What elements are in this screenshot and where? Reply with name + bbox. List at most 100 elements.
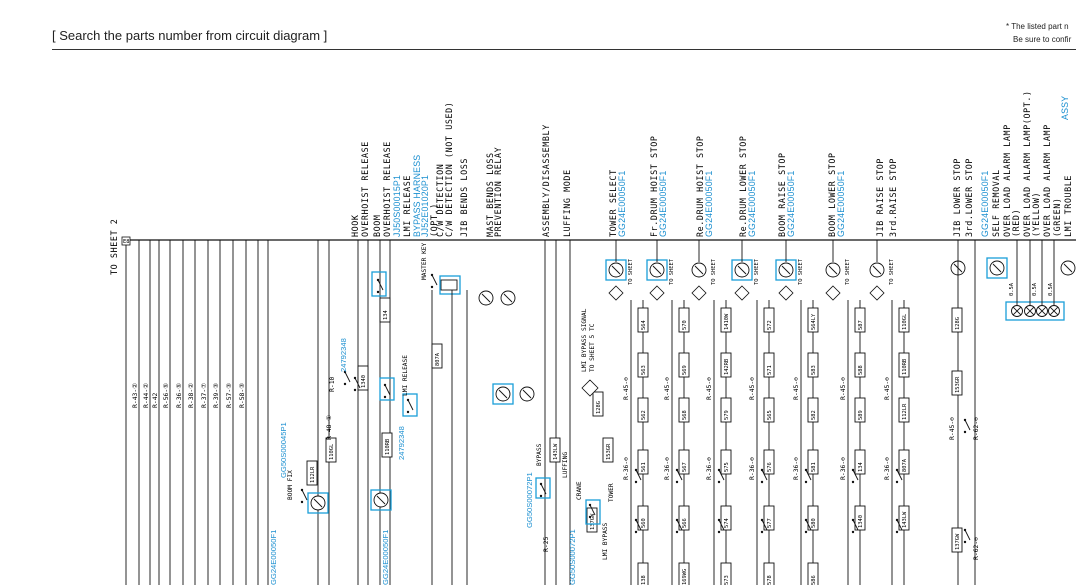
switch-contact — [344, 371, 351, 383]
part-number-blue-1: GG50S00072P1 — [525, 472, 534, 528]
contact-node — [383, 395, 387, 399]
switch-contact — [761, 469, 768, 481]
wire-number: 580 — [811, 518, 817, 528]
column-label: Fr.DRUM HOIST STOP — [649, 135, 659, 237]
wire-number: 110RB — [385, 439, 391, 455]
wire-number: 128G — [596, 401, 602, 414]
wire-number: 807A — [902, 458, 908, 472]
connector-diamond — [825, 285, 841, 301]
contact-node — [634, 530, 638, 534]
wire-number: 587 — [858, 320, 864, 330]
contact-node — [804, 480, 808, 484]
relay-mark — [652, 265, 662, 275]
contact-node — [343, 382, 347, 386]
wire-number-box — [637, 562, 649, 585]
ref-label: R-36-⊖ — [748, 457, 756, 480]
column-label: BOOM — [372, 214, 382, 237]
wire-number-box — [763, 562, 775, 585]
luffing-label: LUFFING — [562, 452, 569, 478]
wire-number-box — [637, 307, 649, 333]
wire-number: 138 — [641, 575, 647, 585]
relay-mark — [1063, 263, 1073, 273]
wire-number: 577 — [767, 518, 773, 528]
relay-mark — [828, 265, 838, 275]
wire-number: 564LY — [811, 313, 817, 330]
contact-node — [353, 376, 357, 380]
bypass-label: BYPASS — [536, 443, 543, 466]
wire-number: 169WG — [682, 569, 688, 585]
highlight-box — [370, 489, 392, 511]
contact-node — [675, 468, 679, 472]
wire-number: 110GL — [329, 444, 335, 460]
wire-number: 143LW — [902, 511, 908, 528]
switch-contact — [852, 519, 859, 531]
column-label: LUFFING MODE — [562, 169, 572, 237]
wire-number: 112LR — [902, 403, 908, 420]
fuse-rating: 0.5A — [1032, 282, 1038, 296]
column-label: OVERHOIST RELEASE — [382, 141, 392, 237]
wire-number-box — [763, 352, 775, 378]
highlight-box — [402, 393, 418, 417]
column-label: GG24E00050F1 — [704, 171, 714, 237]
to-sheet-5tc-label: TO SHEET 5 TC — [589, 323, 596, 372]
wire-number: 568 — [682, 410, 688, 420]
switch-contact — [676, 519, 683, 531]
relay-mark — [522, 389, 532, 399]
note-line-2: Be sure to confir — [1013, 35, 1072, 44]
relay-mark — [503, 293, 513, 303]
wire-number-box — [854, 307, 866, 333]
wire-number: 807A — [435, 352, 441, 366]
wire-number: 569 — [682, 365, 688, 375]
wire-number-box — [807, 352, 819, 378]
wire-number: 566 — [682, 518, 688, 528]
connector-diamond — [608, 285, 624, 301]
wire-number-box — [720, 449, 732, 475]
column-label: LMI RELEASE — [402, 175, 412, 237]
column-label: C/W DETECTION (NOT USED) — [444, 102, 454, 237]
column-label: 3rd.RAISE STOP — [888, 158, 898, 237]
contact-node — [851, 468, 855, 472]
column-label: BOOM LOWER STOP — [827, 152, 837, 237]
column-label: GG24E00050F1 — [617, 171, 627, 237]
switch-contact — [431, 274, 438, 286]
ref-label: R-45-⊖ — [622, 377, 630, 400]
contact-node — [760, 480, 764, 484]
column-label: GG24E00050F1 — [980, 171, 990, 237]
contact-node — [804, 468, 808, 472]
fuse-rating: 0.5A — [1048, 282, 1054, 296]
wire-number: 134 — [383, 310, 389, 320]
highlight-box — [371, 271, 387, 297]
wire-number: 561 — [641, 462, 647, 472]
wire-number: 576 — [767, 462, 773, 472]
ref-label: R-36-⊖ — [663, 457, 671, 480]
wire-number-box — [854, 449, 866, 475]
wire-number-box — [898, 352, 910, 378]
wire-number-box — [898, 505, 910, 531]
column-label: GG24E00050F1 — [658, 171, 668, 237]
switch-contact — [635, 519, 642, 531]
contact-node — [851, 518, 855, 522]
crane-label: CRANE — [576, 481, 583, 500]
contact-node — [675, 530, 679, 534]
switch-contact — [540, 483, 547, 495]
column-label: ASSEMBLY/DISASSEMBLY — [541, 124, 551, 237]
wire-number: 572 — [767, 320, 773, 330]
wire-number: 1340 — [361, 375, 367, 388]
wire-number: 110GL — [902, 314, 908, 330]
column-label: GG24E00050F1 — [747, 171, 757, 237]
contact-node — [963, 418, 967, 422]
master-key-label: MASTER KEY — [421, 242, 428, 280]
wire-number: 582 — [811, 410, 817, 420]
column-label: JIB BENDS LOSS — [459, 158, 469, 237]
ref-label: R-62-⊖ — [972, 417, 980, 440]
ref-label: R-45-⊖ — [748, 377, 756, 400]
left-ref-label: R-38-② — [187, 383, 195, 408]
wire-number: 1410W — [724, 313, 730, 330]
wire-number-box — [381, 432, 393, 458]
wire-number: 1340 — [858, 515, 864, 528]
switch-contact — [896, 519, 903, 531]
wire-number-box — [807, 449, 819, 475]
contact-node — [539, 494, 543, 498]
